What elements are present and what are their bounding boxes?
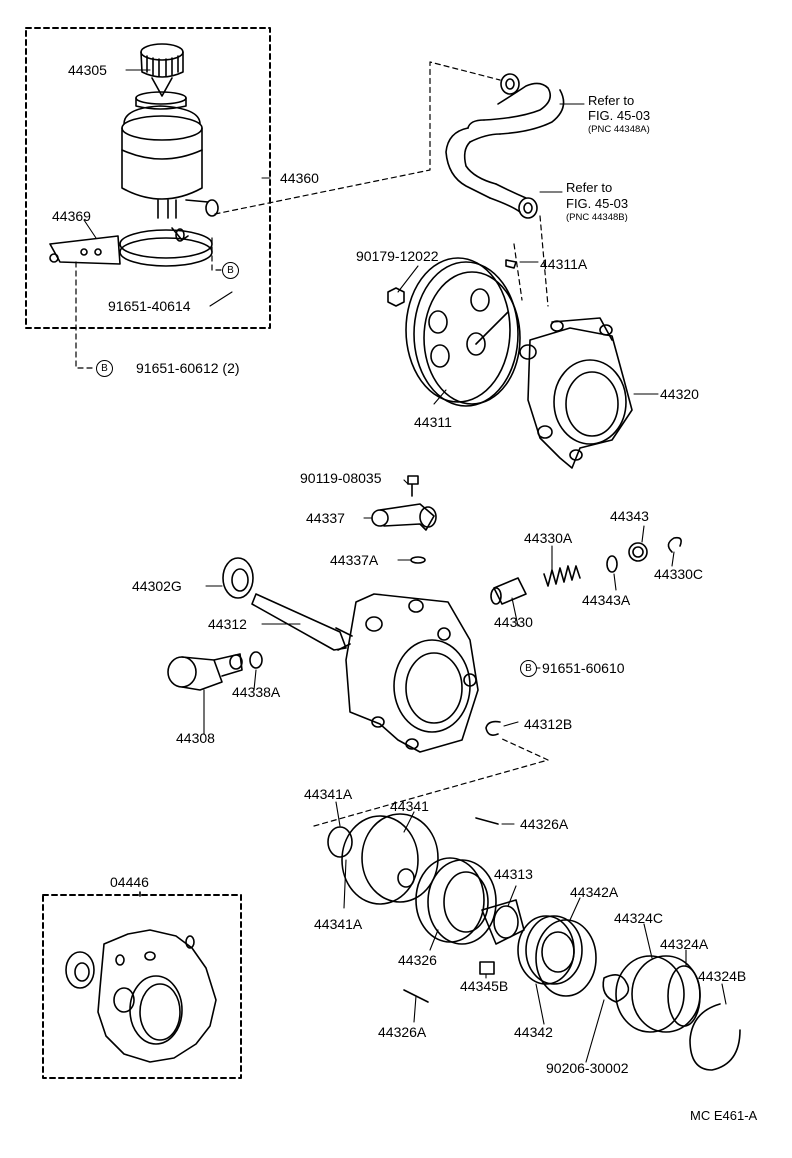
callout-b-3: B [520,660,537,677]
label-91651-40614: 91651-40614 [108,298,191,314]
label-44313: 44313 [494,866,533,882]
cam-ring-44326 [415,857,497,945]
reservoir-bracket [49,227,213,267]
label-90206-30002: 90206-30002 [546,1060,629,1076]
pulley-nut [387,287,405,307]
label-44326: 44326 [398,952,437,968]
label-44324B: 44324B [698,968,747,984]
label-90119-08035: 90119-08035 [300,470,382,486]
callout-b-1: B [222,262,239,279]
repair-kit-seal [65,951,95,989]
label-44341A-top: 44341A [304,786,353,802]
o-ring-44338A [249,651,263,669]
reservoir-cap [140,43,184,97]
union-bolt [407,475,419,497]
union-gasket [410,556,426,564]
label-44342: 44342 [514,1024,553,1040]
label-44326A-top: 44326A [520,816,569,832]
valve-plug [628,542,648,562]
label-44312: 44312 [208,616,247,632]
refer-note-1-line3: (PNC 44348A) [588,124,650,135]
label-44330: 44330 [494,614,533,630]
o-ring-44343A [606,555,618,573]
label-44312B: 44312B [524,716,573,732]
snap-ring-44330C [667,536,682,553]
refer-note-2-line1: Refer to [566,180,613,195]
callout-b-2: B [96,360,113,377]
label-04446: 04446 [110,874,149,890]
refer-note-1-line1: Refer to [588,93,635,108]
snap-ring-44312B [485,720,501,736]
label-90179-12022: 90179-12022 [356,248,439,264]
reservoir-group-box [25,27,271,329]
label-44311: 44311 [414,414,452,430]
reservoir-tank [121,91,219,219]
label-44320: 44320 [660,386,699,402]
vane-44345B [479,961,495,975]
label-44341A-bottom: 44341A [314,916,363,932]
valve-spring [543,565,581,587]
repair-kit-oring [185,935,195,949]
repair-kit-gasket [97,929,217,1063]
label-44302G: 44302G [132,578,182,594]
label-44338A: 44338A [232,684,281,700]
label-44324A: 44324A [660,936,709,952]
label-44330C: 44330C [654,566,704,582]
label-44341: 44341 [390,798,429,814]
pump-main-housing [345,593,479,753]
pump-pulley [405,257,521,407]
o-ring-44324A [667,965,701,1027]
control-valve [167,653,243,691]
label-44326A-bottom: 44326A [378,1024,427,1040]
label-44305: 44305 [68,62,107,78]
side-plate-44341A [327,826,353,858]
label-44360: 44360 [280,170,319,186]
gasket-44342A [535,919,597,997]
label-44308: 44308 [176,730,215,746]
refer-note-2-line2: FIG. 45-03 [566,196,629,211]
repair-kit-box [42,894,242,1079]
snap-ring-44324B [689,1003,741,1071]
pump-shaft [251,593,353,651]
label-44324C: 44324C [614,910,664,926]
label-44330A: 44330A [524,530,573,546]
pump-front-housing [519,317,633,469]
union-fitting [371,503,437,531]
relief-valve [490,577,527,605]
refer-note-2-line3: (PNC 44348B) [566,212,628,223]
rear-side-plate-44342 [517,915,583,985]
figure-code: MC E461-A [690,1108,758,1123]
label-44369: 44369 [52,208,91,224]
label-44342A: 44342A [570,884,619,900]
label-44343: 44343 [610,508,649,524]
label-91651-60610: 91651-60610 [542,660,625,676]
front-side-plate-44341 [341,813,439,905]
label-44337: 44337 [306,510,345,526]
reservoir-hose [445,73,565,219]
refer-note-1-line2: FIG. 45-03 [588,108,651,123]
o-ring-90206 [602,974,630,1003]
leader-lines [83,69,727,1063]
label-44337A: 44337A [330,552,379,568]
pin-44326A-top [475,817,499,825]
label-44345B: 44345B [460,978,509,994]
label-44311A: 44311A [540,256,588,272]
oil-seal [222,557,254,599]
dashed-leaders [75,61,549,827]
label-91651-60612: 91651-60612 (2) [136,360,240,376]
pulley-key [505,259,517,269]
label-44343A: 44343A [582,592,631,608]
